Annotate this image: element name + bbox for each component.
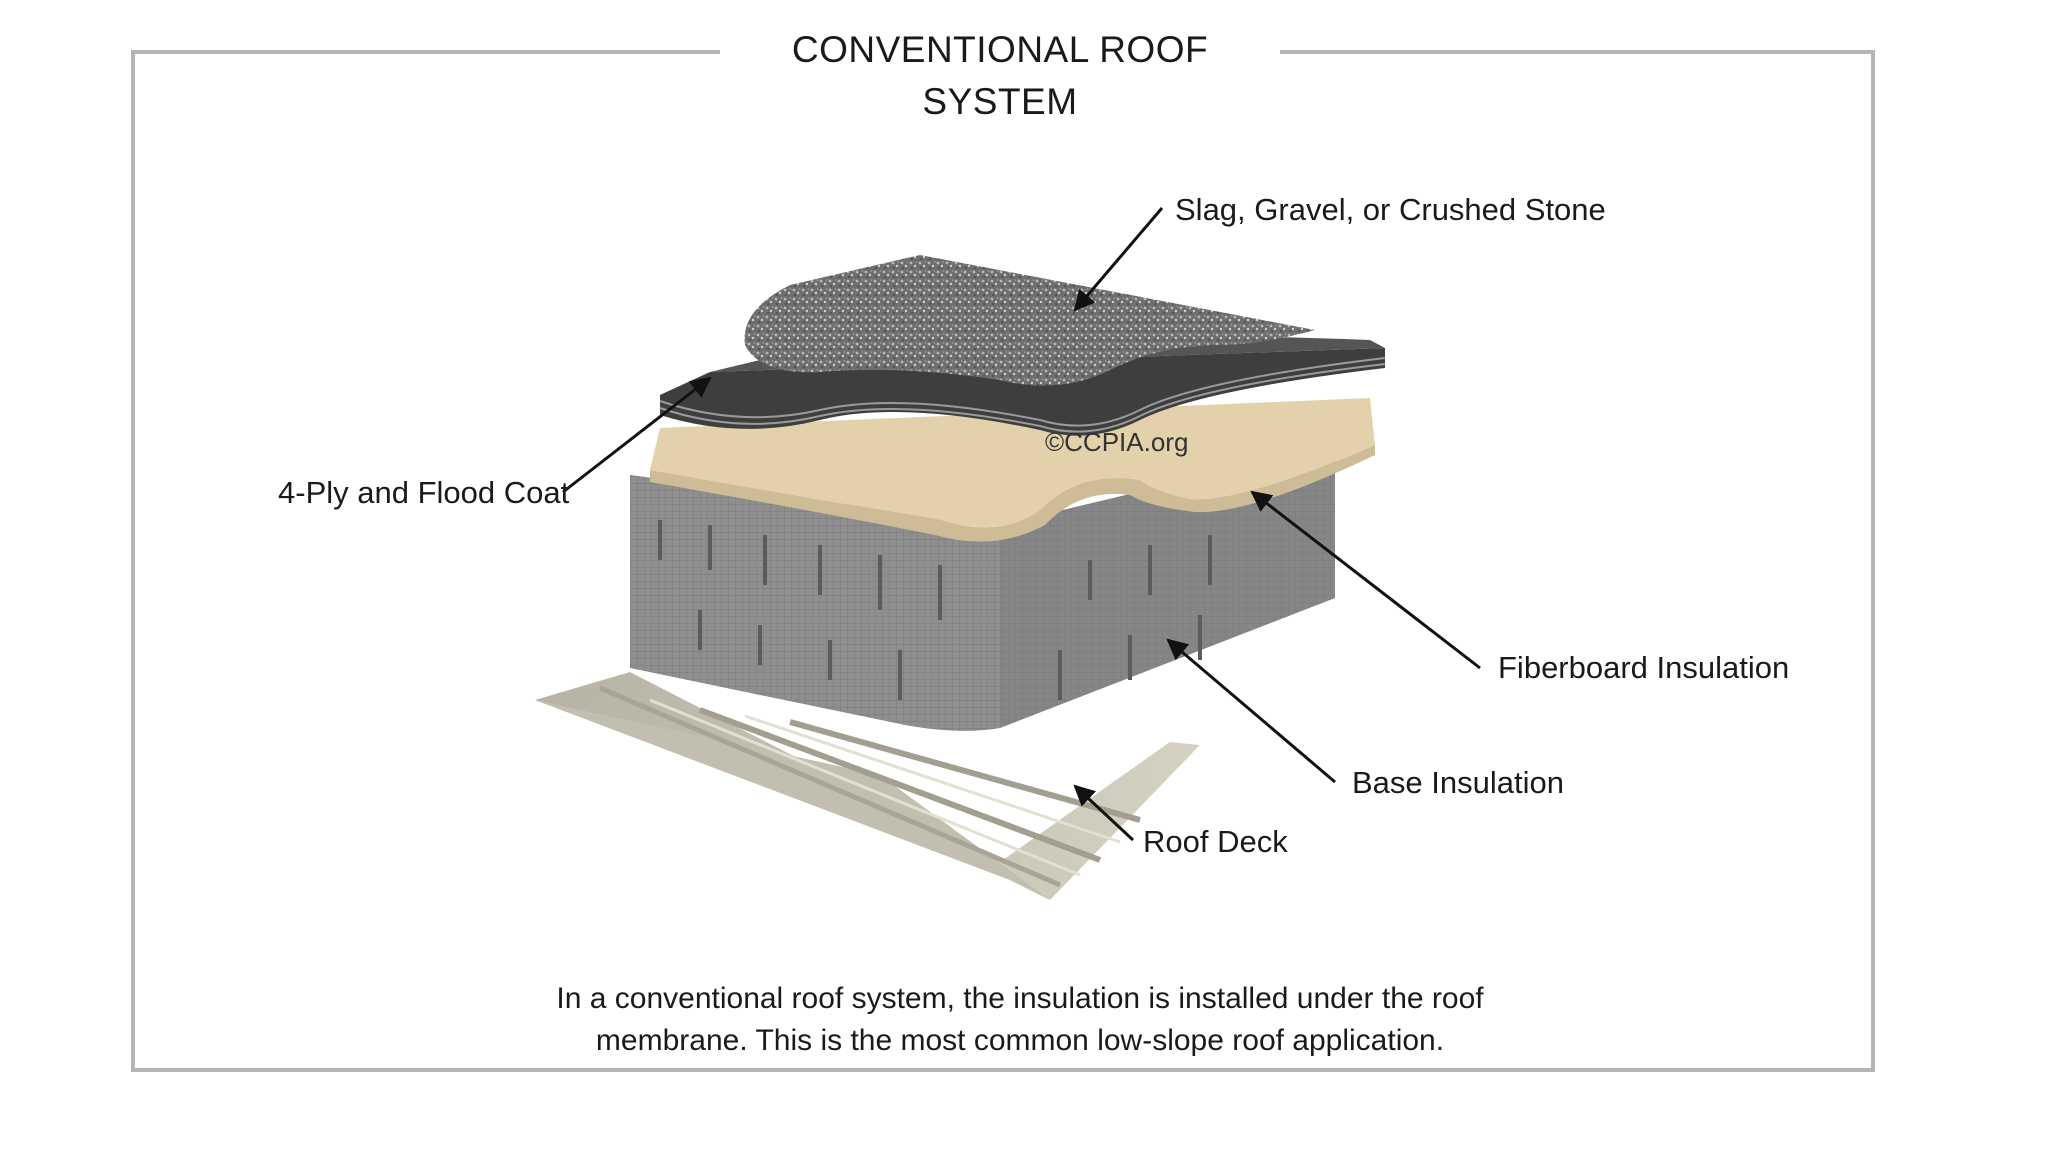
ply-leader [562, 376, 712, 494]
ply-label: 4-Ply and Flood Coat [278, 475, 570, 510]
roof-deck-layer [535, 672, 1200, 900]
watermark: ©CCPIA.org [1045, 427, 1189, 457]
caption-line-2: membrane. This is the most common low-sl… [595, 1024, 1445, 1057]
base-leader [1166, 638, 1336, 784]
fiberboard-label: Fiberboard Insulation [1498, 650, 1790, 685]
fiberboard-leader [1250, 490, 1481, 670]
gravel-leader [1073, 207, 1164, 312]
gravel-label: Slag, Gravel, or Crushed Stone [1175, 192, 1606, 227]
base-label: Base Insulation [1352, 765, 1564, 800]
gravel-layer [744, 255, 1315, 386]
deck-leader [1073, 784, 1135, 842]
leader-lines [562, 207, 1481, 842]
caption-line-1: In a conventional roof system, the insul… [556, 982, 1484, 1015]
deck-label: Roof Deck [1143, 824, 1288, 859]
diagram-title: CONVENTIONAL ROOF SYSTEM [720, 24, 1280, 122]
base-insulation-layer [630, 445, 1335, 731]
fiberboard-insulation-layer [650, 398, 1375, 542]
caption: In a conventional roof system, the insul… [420, 978, 1620, 1062]
